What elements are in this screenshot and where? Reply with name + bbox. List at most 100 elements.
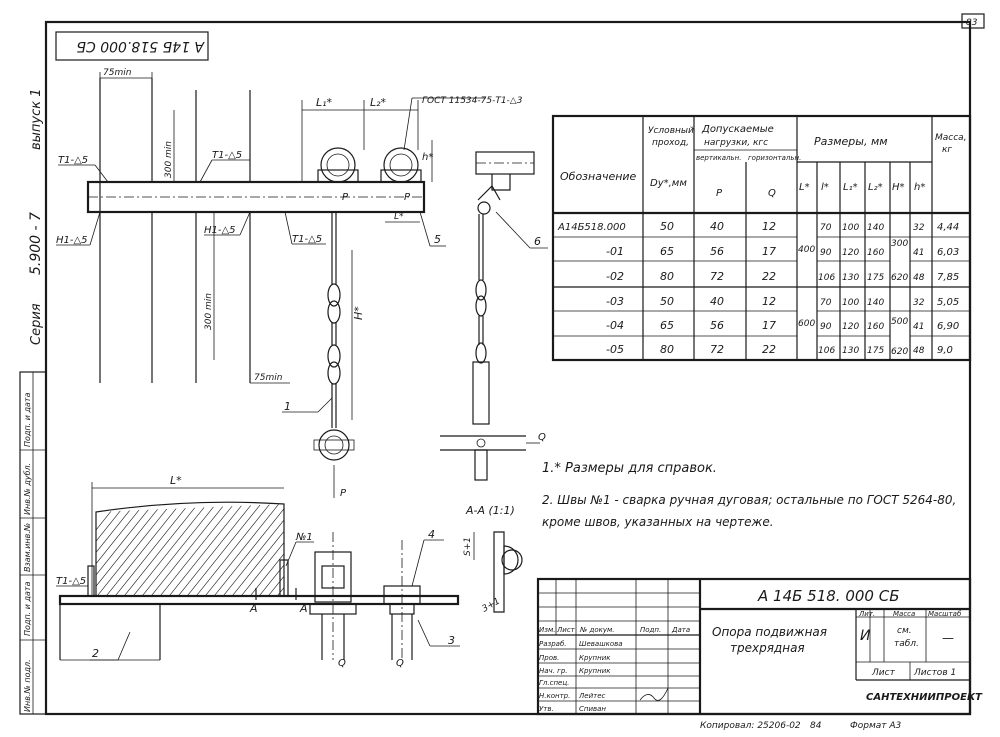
th-dn-2: проход, xyxy=(652,138,689,148)
dim-H: H* xyxy=(352,306,365,320)
load-p1: P xyxy=(342,192,349,203)
hatch-pattern xyxy=(96,504,284,596)
tb-role-1: Разраб. xyxy=(539,640,567,648)
th-L1: L₁* xyxy=(843,182,858,193)
side-col-2: Подп. и дата xyxy=(23,581,32,636)
tb-sheets-label: Листов 1 xyxy=(913,668,956,678)
hatch-line xyxy=(111,504,193,596)
weld-h1-left: Н1-△5 xyxy=(56,235,88,246)
dim-75-top: 75min xyxy=(103,68,132,78)
side-view: Q 6 xyxy=(440,151,548,481)
tb-role-3: Нач. гр. xyxy=(539,667,568,675)
hatch-line xyxy=(129,504,211,596)
row-code: А14Б518.000 xyxy=(557,222,626,233)
dim-75-bottom: 75min xyxy=(254,373,283,383)
tb-role-4: Гл.спец. xyxy=(539,679,569,687)
th-l: l* xyxy=(821,182,829,193)
row-mass: 5,05 xyxy=(937,297,959,308)
load-q-side: Q xyxy=(538,432,546,443)
row-l1: 100 xyxy=(842,298,859,308)
tb-org: САНТЕХНИИПРОЕКТ xyxy=(866,692,983,703)
callout-2: 2 xyxy=(92,647,99,660)
row-l1: 130 xyxy=(842,273,859,283)
section-aa-label: А-А (1:1) xyxy=(465,504,515,517)
copied-label: Копировал: 25206-02 xyxy=(700,721,801,731)
note-2b: кроме швов, указанных на чертеже. xyxy=(542,515,774,529)
tb-name-p1: Шевашкова xyxy=(579,640,623,648)
note-1: 1.* Размеры для справок. xyxy=(542,461,717,476)
callout-1: 1 xyxy=(284,400,291,413)
tb-code: А 14Б 518. 000 СБ xyxy=(757,587,900,605)
th-p: P xyxy=(716,188,723,199)
row-h: 48 xyxy=(913,346,925,356)
tb-col-list: Лист xyxy=(556,626,576,634)
side-col-5: Подп. и дата xyxy=(23,392,32,447)
hatch-line xyxy=(246,504,284,596)
hatch-line xyxy=(102,504,184,596)
hatch-line xyxy=(165,504,247,596)
th-horizontal: горизонтальн. xyxy=(748,154,801,162)
weld-t1-left: Т1-△5 xyxy=(58,155,88,166)
load-q1: Q xyxy=(338,658,346,669)
row-l: 70 xyxy=(820,223,832,233)
weld-t1-right: Т1-△5 xyxy=(212,150,242,161)
tb-lit-header: Лит. xyxy=(858,610,875,618)
side-stamp: Инв.№ подл. Подп. и дата Взам.инв.№ Инв.… xyxy=(19,371,47,715)
hatch-line xyxy=(96,504,166,596)
hatch-line xyxy=(96,504,148,596)
row-p: 40 xyxy=(710,220,724,233)
row-h: 41 xyxy=(913,322,924,332)
row-code: -02 xyxy=(606,270,624,283)
load-p3: P xyxy=(340,488,347,499)
hatch-line xyxy=(201,504,283,596)
table-row: -03 50 40 12 70 100 140 32 5,05 xyxy=(606,295,959,308)
row-h: 32 xyxy=(913,223,925,233)
row-l: 70 xyxy=(820,298,832,308)
row-h: 32 xyxy=(913,298,925,308)
row-q: 12 xyxy=(762,295,776,308)
spec-table: Обозначение Условный проход, Dу*,мм Допу… xyxy=(551,114,972,362)
plan-view: 75min 75min 300 min 300 min Т1-△5 Н1-△5 … xyxy=(56,68,426,384)
th-L: L* xyxy=(799,182,810,193)
th-dn-3: Dу*,мм xyxy=(650,178,687,189)
hatch-line xyxy=(147,504,229,596)
tb-mass-value-1: см. xyxy=(897,626,912,636)
table-row: -04 65 56 17 90 120 160 41 6,90 xyxy=(606,319,959,332)
row-q: 22 xyxy=(762,270,776,283)
table-row: -05 80 72 22 106 130 175 48 9,0 xyxy=(606,343,953,356)
tb-sheet-label: Лист xyxy=(871,668,896,678)
dim-300-a: 300 min xyxy=(164,141,174,178)
th-vertical: вертикальн. xyxy=(696,154,741,162)
row-mass: 9,0 xyxy=(937,345,953,356)
th-dims: Размеры, мм xyxy=(814,135,888,148)
row-q: 22 xyxy=(762,343,776,356)
pipe-clamps-top: L₁* L₂* ГОСТ 11534-75-Т1-△3 h* L* P P xyxy=(301,96,523,223)
row-code: -05 xyxy=(606,343,624,356)
tb-lit-value: И xyxy=(860,628,871,644)
side-col-3: Взам.инв.№ xyxy=(23,523,32,572)
hatch-line xyxy=(96,504,157,596)
hatch-line xyxy=(138,504,220,596)
tb-name-1: Опора подвижная xyxy=(712,625,827,639)
merged-L-top: 400 xyxy=(798,245,815,255)
hatch-line xyxy=(237,504,284,596)
dim-l1: L₁* xyxy=(316,96,333,109)
row-dn: 50 xyxy=(660,220,674,233)
side-col-1: Инв.№ подл. xyxy=(23,659,32,712)
table-row: -01 65 56 17 90 120 160 41 6,03 xyxy=(606,245,959,258)
row-h: 48 xyxy=(913,273,925,283)
merged-H-top: 300 xyxy=(891,239,908,249)
tb-mass-value-2: табл. xyxy=(894,639,919,649)
row-dn: 65 xyxy=(660,319,674,332)
row-l2: 140 xyxy=(867,298,884,308)
title-block: А 14Б 518. 000 СБ Опора подвижная трехря… xyxy=(536,577,983,716)
tb-role-6: Утв. xyxy=(539,705,554,713)
row-mass: 6,90 xyxy=(937,321,959,332)
hatch-line xyxy=(96,504,139,596)
callout-3: 3 xyxy=(448,634,455,647)
load-p2: P xyxy=(404,192,411,203)
dim-300-b: 300 min xyxy=(204,293,214,330)
page-number: 83 xyxy=(966,18,978,28)
row-p: 56 xyxy=(710,319,724,332)
th-mass-1: Масса, xyxy=(935,133,967,143)
